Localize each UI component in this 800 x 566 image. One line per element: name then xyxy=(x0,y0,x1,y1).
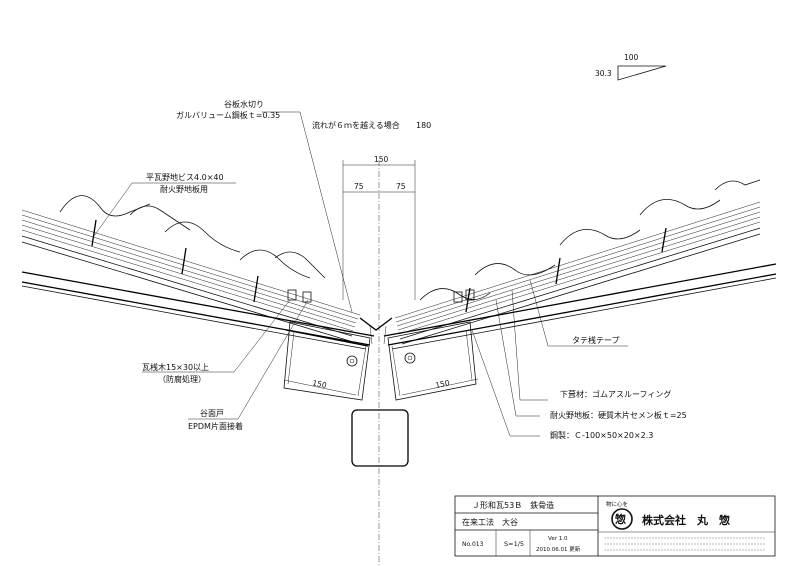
dim-top-total: 150 xyxy=(374,155,389,164)
label-screw-2: 耐火野地板用 xyxy=(160,184,208,194)
label-fire-board: 耐火野地板：硬質木片セメン板ｔ=25 xyxy=(550,410,687,420)
slope-rise: 30.3 xyxy=(595,69,612,78)
steel-post xyxy=(351,409,409,467)
dim-right-bottom: 150 xyxy=(435,378,451,390)
label-valley-flashing-2: ガルバリューム鋼板ｔ=0.35 xyxy=(176,110,280,120)
svg-text:惣: 惣 xyxy=(615,512,626,526)
title-text: Ｊ形和瓦53Ｂ 鉄骨造 xyxy=(472,500,554,510)
label-valley-seal-1: 谷面戸 xyxy=(200,409,224,418)
title-block: Ｊ形和瓦53Ｂ 鉄骨造 在来工法 大谷 No.013 S=1/5 Ver 1.0… xyxy=(454,495,776,557)
label-note-flow: 流れが６ｍを越える場合 xyxy=(312,120,400,130)
slope-indicator: 100 30.3 xyxy=(595,53,667,81)
company-logo: 惣 xyxy=(611,508,633,530)
drawing-scale: S=1/5 xyxy=(504,540,524,548)
left-roof xyxy=(21,195,375,401)
label-note-flow-value: 180 xyxy=(416,121,431,130)
company-slogan: 物に心を xyxy=(606,500,628,508)
dim-top-left: 75 xyxy=(354,182,364,191)
label-batten-1: 瓦桟木15×30以上 xyxy=(142,362,209,372)
label-valley-flashing-1: 谷板水切り xyxy=(224,99,264,109)
label-underlay: 下葺材：ゴムアスルーフィング xyxy=(560,389,671,399)
drawing-number: No.013 xyxy=(462,541,484,548)
label-steel: 鋼製：Ｃ-100×50×20×2.3 xyxy=(550,430,653,440)
label-screw-1: 平瓦野地ビス4.0×40 xyxy=(146,172,224,182)
dim-left-bottom: 150 xyxy=(312,378,328,390)
right-roof xyxy=(383,179,777,401)
subtitle-text: 在来工法 大谷 xyxy=(462,517,518,527)
valley-flashing xyxy=(359,317,393,331)
label-valley-seal-2: EPDM片面接着 xyxy=(188,421,243,431)
drawing-version: Ver 1.0 xyxy=(548,536,568,542)
slope-run: 100 xyxy=(624,53,639,62)
label-tape: タテ桟テープ xyxy=(572,335,620,345)
company-name: 株式会社 丸 惣 xyxy=(642,513,730,527)
bottom-dimensions: 150 150 xyxy=(283,378,479,396)
dim-top-right: 75 xyxy=(396,182,406,191)
drawing-date: 2010.06.01 更新 xyxy=(536,545,581,553)
label-batten-2: （防腐処理） xyxy=(158,374,206,384)
